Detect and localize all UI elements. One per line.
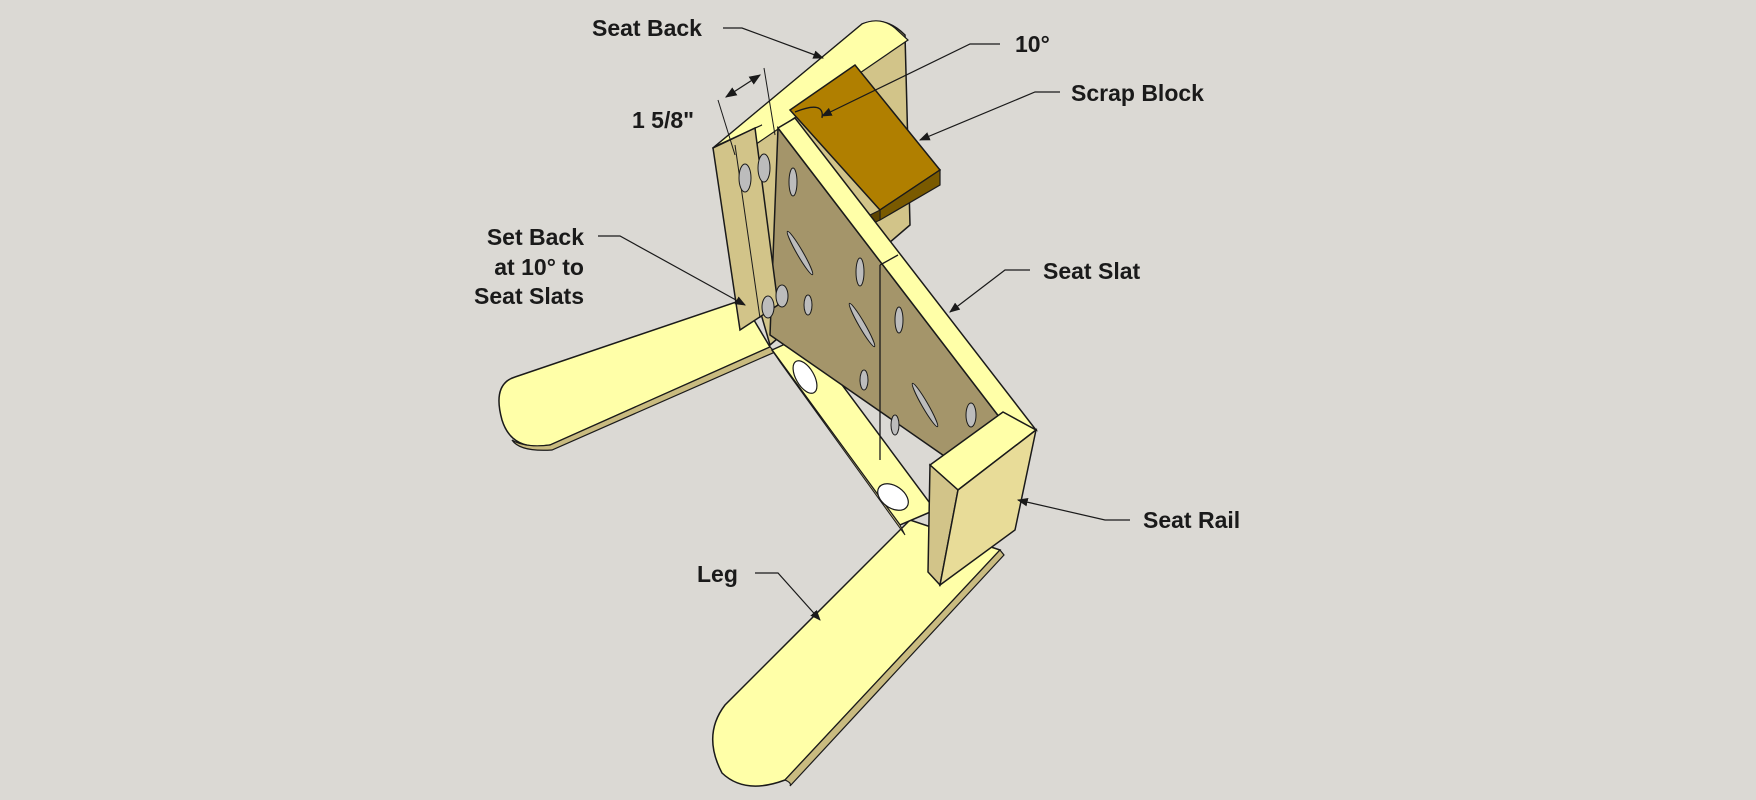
leader-scrap-block xyxy=(919,91,1060,141)
seat-rail-bottom-board xyxy=(770,334,937,536)
label-dimension: 1 5/8" xyxy=(632,107,694,133)
back-upright xyxy=(712,124,789,332)
label-seat-rail: Seat Rail xyxy=(1143,507,1240,533)
leader-seat-slat xyxy=(949,269,1030,313)
screw-hole-icon xyxy=(848,302,876,348)
screw-hole-icon xyxy=(786,230,814,276)
screw-hole-icon xyxy=(792,360,818,394)
label-set-back-line1: Set Back xyxy=(487,224,584,250)
screw-hole-icon xyxy=(859,369,869,391)
screw-hole-icon xyxy=(877,483,909,511)
label-leg: Leg xyxy=(697,561,738,587)
leader-leg xyxy=(755,572,821,621)
screw-hole-icon xyxy=(757,153,771,183)
front-leg xyxy=(711,519,1005,787)
leader-seat-rail xyxy=(1016,497,1130,521)
screw-hole-icon xyxy=(803,294,813,316)
screw-hole-icon xyxy=(890,414,900,436)
screw-hole-icon xyxy=(965,402,977,428)
seat-rail-board xyxy=(927,411,1038,587)
screw-hole-icon xyxy=(855,257,865,287)
scrap-block xyxy=(788,63,942,225)
label-angle: 10° xyxy=(1015,31,1050,57)
leader-lines xyxy=(598,27,1130,621)
screw-hole-icon xyxy=(775,284,789,308)
screw-hole-icon xyxy=(911,382,939,428)
label-set-back-line3: Seat Slats xyxy=(474,283,584,309)
label-scrap-block: Scrap Block xyxy=(1071,80,1204,106)
back-leg xyxy=(498,299,777,451)
leader-set-back xyxy=(598,235,746,306)
dimension-marker xyxy=(717,67,776,156)
screw-hole-icon xyxy=(894,306,904,334)
seat-slats xyxy=(769,117,1039,461)
screw-hole-icon xyxy=(788,167,798,197)
leader-angle xyxy=(821,43,1000,117)
label-seat-slat: Seat Slat xyxy=(1043,258,1140,284)
label-seat-back: Seat Back xyxy=(592,15,702,41)
leader-seat-back xyxy=(723,27,825,59)
screw-hole-icon xyxy=(738,163,752,193)
label-set-back-line2: at 10° to xyxy=(494,254,584,280)
screw-hole-icon xyxy=(761,295,775,319)
